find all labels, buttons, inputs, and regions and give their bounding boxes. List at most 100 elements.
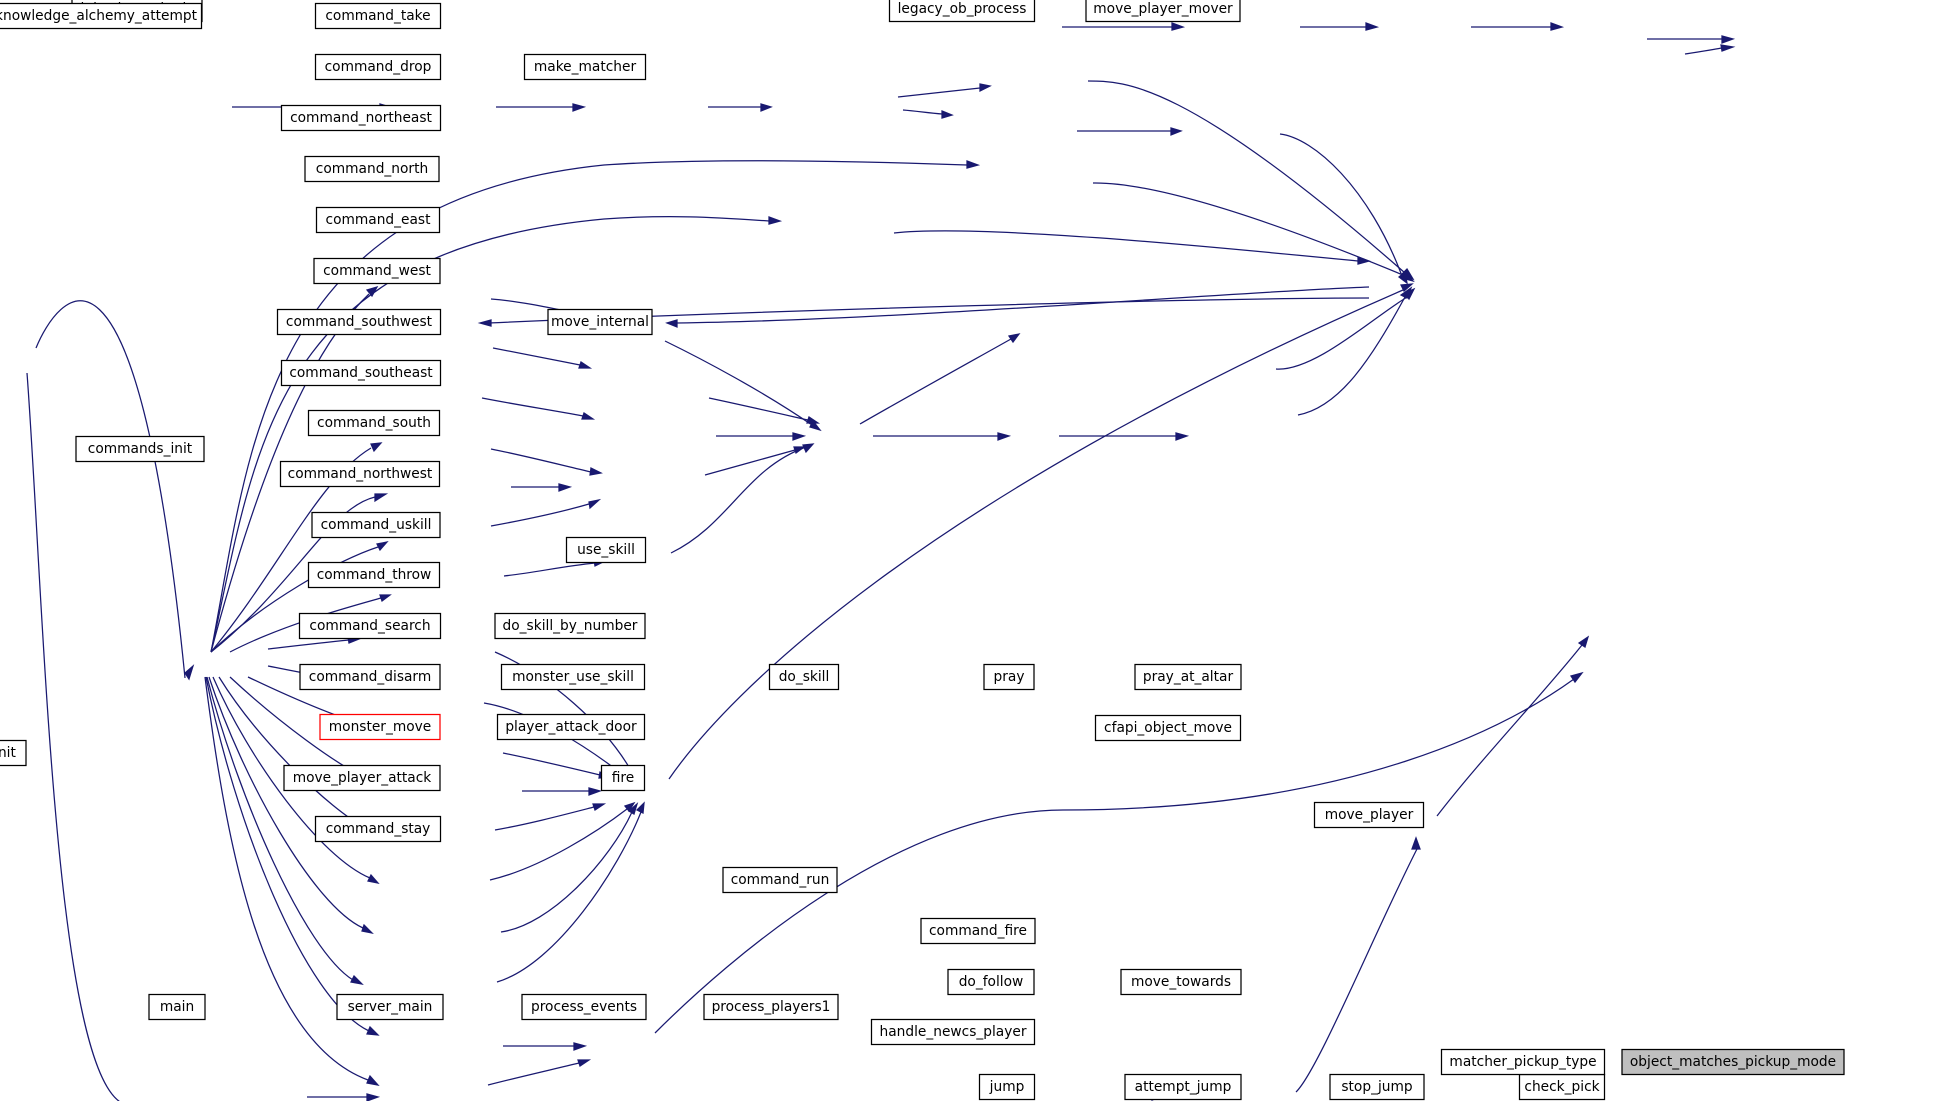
node-label: do_skill	[779, 669, 830, 685]
node-server_main[interactable]: server_main	[336, 993, 444, 1021]
node-check_pick[interactable]: check_pick	[1518, 1073, 1606, 1101]
node-label: move_towards	[1131, 974, 1231, 990]
node-label: command_search	[309, 618, 430, 634]
arrowhead	[374, 493, 389, 503]
node-command_uskill[interactable]: command_uskill	[311, 511, 441, 539]
edge-line	[210, 216, 770, 653]
node-pray_at_altar[interactable]: pray_at_altar	[1134, 663, 1242, 691]
edge-line	[218, 676, 368, 830]
edge-jump-to-attempt_jump	[1062, 22, 1186, 31]
node-label: handle_newcs_player	[880, 1024, 1027, 1040]
node-label: command_throw	[317, 567, 432, 583]
edge-do_skill-to-jump	[859, 333, 1021, 425]
node-matcher_pickup_type[interactable]: matcher_pickup_type	[1440, 1048, 1606, 1076]
node-command_southeast[interactable]: command_southeast	[280, 359, 442, 387]
arrowhead	[1007, 333, 1021, 344]
node-monster_move[interactable]: monster_move	[319, 713, 441, 741]
node-do_follow[interactable]: do_follow	[947, 968, 1035, 996]
edge-line	[902, 109, 943, 115]
edge-matcher_pickup_type-to-object_matches_pickup_mode	[1684, 44, 1736, 55]
node-cfapi_object_move[interactable]: cfapi_object_move	[1094, 714, 1242, 742]
node-command_drop[interactable]: command_drop	[314, 53, 442, 81]
node-label: do_follow	[959, 974, 1024, 990]
node-command_north[interactable]: command_north	[304, 155, 440, 183]
node-move_internal[interactable]: move_internal	[547, 308, 653, 336]
node-command_disarm[interactable]: command_disarm	[299, 663, 441, 691]
node-command_stay[interactable]: command_stay	[314, 815, 442, 843]
node-object_matches_pickup_mode[interactable]: object_matches_pickup_mode	[1621, 1048, 1845, 1076]
edge-line	[208, 676, 364, 929]
node-command_east[interactable]: command_east	[315, 206, 441, 234]
arrowhead	[979, 83, 992, 93]
edge-line	[490, 503, 590, 527]
node-box	[1313, 801, 1425, 829]
node-handle_newcs_player[interactable]: handle_newcs_player	[870, 1018, 1036, 1046]
edge-attempt_jump-to-stop_jump	[1300, 22, 1380, 31]
node-command_west[interactable]: command_west	[313, 257, 441, 285]
node-label: check_pick	[1524, 1079, 1599, 1095]
node-command_search[interactable]: command_search	[298, 612, 442, 640]
node-attempt_jump[interactable]: attempt_jump	[1124, 1073, 1242, 1101]
node-do_skill[interactable]: do_skill	[768, 663, 840, 691]
arrowhead	[589, 467, 603, 476]
edge-line	[668, 289, 1404, 780]
node-fire[interactable]: fire	[600, 764, 646, 792]
arrowhead	[1400, 283, 1414, 293]
edge-line	[494, 806, 595, 831]
node-process_events[interactable]: process_events	[521, 993, 647, 1021]
edge-server_main-to-process_events	[496, 103, 587, 112]
node-command_south[interactable]: command_south	[307, 409, 441, 437]
node-jump[interactable]: jump	[978, 1073, 1036, 1101]
node-label: command_southwest	[286, 314, 433, 330]
node-move_player_mover[interactable]: move_player_mover	[1085, 0, 1241, 23]
node-box	[299, 663, 441, 691]
arrowhead	[361, 923, 374, 935]
node-command_southwest[interactable]: command_southwest	[276, 308, 442, 336]
node-command_run[interactable]: command_run	[722, 866, 838, 894]
node-box	[280, 359, 442, 387]
node-pray[interactable]: pray	[983, 663, 1035, 691]
node-box	[888, 0, 1036, 23]
node-player_attack_door[interactable]: player_attack_door	[496, 713, 646, 741]
node-command_throw[interactable]: command_throw	[307, 561, 441, 589]
node-box	[768, 663, 840, 691]
node-command_northeast[interactable]: command_northeast	[280, 104, 442, 132]
node-command_northwest[interactable]: command_northwest	[279, 460, 441, 488]
arrowhead	[941, 110, 954, 119]
node-box	[870, 1018, 1036, 1046]
arrowhead	[350, 974, 364, 985]
node-init[interactable]: init	[0, 739, 27, 767]
arrowhead	[768, 216, 783, 225]
node-box	[1621, 1048, 1845, 1076]
node-do_skill_by_number[interactable]: do_skill_by_number	[494, 612, 646, 640]
node-process_players1[interactable]: process_players1	[703, 993, 839, 1021]
node-command_take[interactable]: command_take	[314, 2, 442, 30]
node-stop_jump[interactable]: stop_jump	[1329, 1073, 1425, 1101]
arrowhead	[379, 594, 392, 603]
node-move_towards[interactable]: move_towards	[1120, 968, 1242, 996]
edge-line	[859, 338, 1012, 425]
node-label: command_south	[317, 415, 431, 431]
arrowhead	[1170, 127, 1183, 136]
node-move_player[interactable]: move_player	[1313, 801, 1425, 829]
arrowhead	[792, 432, 807, 441]
edge-pray-to-pray_at_altar	[1059, 432, 1190, 441]
node-box	[0, 2, 203, 30]
node-make_matcher[interactable]: make_matcher	[523, 53, 647, 81]
edge-command_southwest-to-move_internal	[521, 787, 603, 796]
edge-player_attack_door-to-do_skill	[708, 397, 821, 424]
node-monster_use_skill[interactable]: monster_use_skill	[500, 663, 646, 691]
node-commands_init[interactable]: commands_init	[75, 435, 205, 463]
node-label: player_attack_door	[505, 719, 637, 735]
node-move_player_attack[interactable]: move_player_attack	[283, 764, 441, 792]
node-use_skill[interactable]: use_skill	[565, 536, 647, 564]
node-command_fire[interactable]: command_fire	[920, 917, 1036, 945]
edge-line	[267, 639, 350, 650]
edge-line	[1087, 80, 1406, 274]
edge-line	[670, 446, 807, 554]
node-main[interactable]: main	[148, 993, 206, 1021]
node-legacy_ob_process[interactable]: legacy_ob_process	[888, 0, 1036, 23]
node-label: server_main	[348, 999, 433, 1015]
node-knowledge_alchemy_attempt[interactable]: knowledge_alchemy_attempt	[0, 2, 203, 30]
